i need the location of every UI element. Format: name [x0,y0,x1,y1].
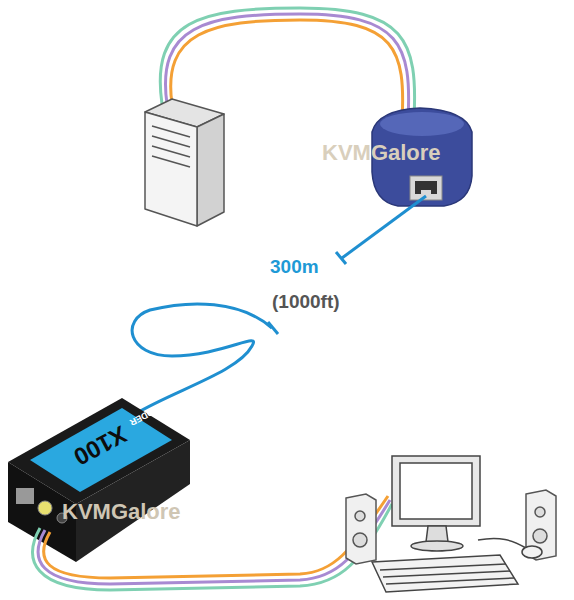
speaker-left [346,494,376,564]
kvm-cables-top [160,8,414,122]
mouse [478,538,542,558]
computer-tower [145,99,224,226]
cable-length-imperial: (1000ft) [270,292,342,313]
monitor [392,456,480,551]
cable-length: 300m [268,257,321,278]
cat5-cable [132,196,426,414]
kvm-cables-bottom [33,496,392,590]
watermark: KVMGalore [322,141,441,165]
keyboard [372,555,518,592]
watermark: KVMGalore [62,500,181,524]
